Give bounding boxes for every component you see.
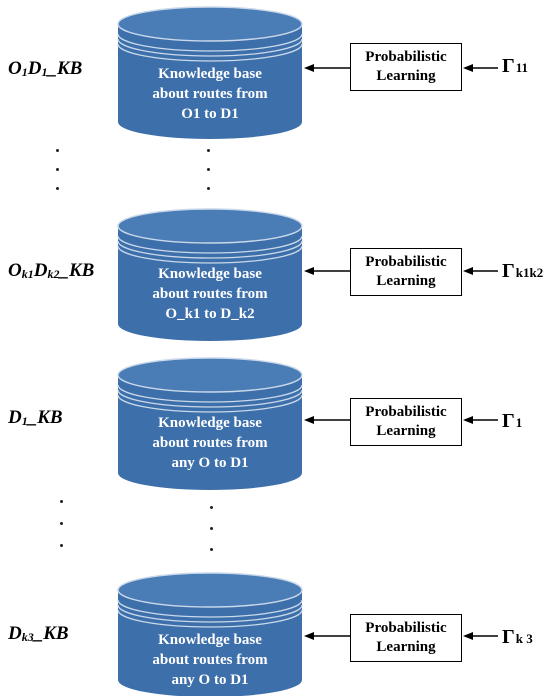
arrowhead xyxy=(463,267,473,275)
cylinder-ring xyxy=(117,240,303,259)
arrowhead xyxy=(304,267,314,275)
ellipsis-dot xyxy=(210,527,213,530)
gamma-input-k3: Γk 3 xyxy=(502,626,533,648)
knowledge-base-cylinder-top xyxy=(117,208,303,244)
knowledge-base-cylinder-top xyxy=(117,6,303,42)
cylinder-ring xyxy=(117,389,303,408)
kb-label-o1d1: O1D1_KB xyxy=(8,58,83,79)
arrowhead xyxy=(304,416,314,424)
arrowhead xyxy=(304,632,314,640)
cylinder-ring xyxy=(117,245,303,264)
gamma-input-11: Γ11 xyxy=(502,55,529,77)
cylinder-ring xyxy=(117,604,303,623)
gamma-input-1: Γ1 xyxy=(502,410,523,432)
arrowhead xyxy=(463,416,473,424)
kb-label-ok1dk2: Ok1Dk2_KB xyxy=(8,260,95,281)
ellipsis-dot xyxy=(210,506,213,509)
cylinder-ring xyxy=(117,43,303,62)
cylinder-ring xyxy=(117,609,303,628)
cylinder-ring xyxy=(117,394,303,413)
knowledge-base-cylinder-body xyxy=(118,375,302,490)
ellipsis-dot xyxy=(207,149,210,152)
knowledge-base-cylinder-body xyxy=(118,24,302,139)
ellipsis-dot xyxy=(56,149,59,152)
knowledge-base-cylinder-body xyxy=(118,590,302,696)
ellipsis-dot xyxy=(60,544,63,547)
knowledge-base-cylinder-top xyxy=(117,357,303,393)
kb-label-d1: D1_KB xyxy=(8,407,63,428)
ellipsis-dot xyxy=(207,187,210,190)
ellipsis-dot xyxy=(210,548,213,551)
arrowhead xyxy=(463,64,473,72)
arrowhead xyxy=(304,64,314,72)
knowledge-base-cylinder-top xyxy=(117,572,303,608)
knowledge-base-cylinder-body xyxy=(118,226,302,341)
ellipsis-dot xyxy=(56,187,59,190)
arrowhead xyxy=(463,632,473,640)
ellipsis-dot xyxy=(60,522,63,525)
cylinder-ring xyxy=(117,384,303,403)
ellipsis-dot xyxy=(56,168,59,171)
ellipsis-dot xyxy=(60,500,63,503)
cylinder-ring xyxy=(117,599,303,618)
gamma-input-k1k2: Γk1k2 xyxy=(502,260,544,282)
cylinder-ring xyxy=(117,38,303,57)
kb-label-dk3: Dk3_KB xyxy=(8,623,69,644)
cylinder-ring xyxy=(117,235,303,254)
ellipsis-dot xyxy=(207,168,210,171)
cylinder-ring xyxy=(117,33,303,52)
